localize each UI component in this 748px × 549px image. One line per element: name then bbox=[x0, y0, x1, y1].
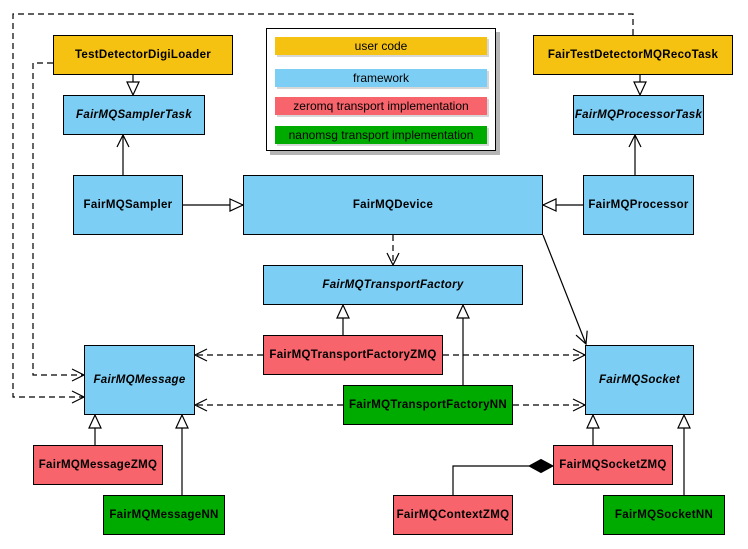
legend-item-user-code: user code bbox=[275, 37, 487, 55]
edge-digiloader-to-message bbox=[32, 62, 86, 382]
node-fairmqsocketnn: FairMQSocketNN bbox=[603, 495, 725, 535]
composition-diamond-icon bbox=[527, 458, 555, 474]
node-fairmqmessagenn: FairMQMessageNN bbox=[103, 495, 225, 535]
node-fairmqsocket: FairMQSocket bbox=[585, 345, 694, 415]
node-testdetectordigiloader: TestDetectorDigiLoader bbox=[53, 35, 233, 75]
node-fairmqtransportfactoryzmq: FairMQTransportFactoryZMQ bbox=[263, 335, 443, 375]
legend-item-zeromq: zeromq transport implementation bbox=[275, 97, 487, 115]
node-fairmqmessage: FairMQMessage bbox=[84, 345, 195, 415]
node-fairmqprocessor: FairMQProcessor bbox=[583, 175, 694, 235]
legend-box: user code framework zeromq transport imp… bbox=[266, 28, 496, 151]
legend-label: zeromq transport implementation bbox=[293, 99, 469, 113]
legend-item-framework: framework bbox=[275, 69, 487, 87]
legend-label: framework bbox=[352, 71, 409, 85]
edge-contextzmq-composition-socketzmq bbox=[452, 458, 555, 495]
legend-item-nanomsg: nanomsg transport implementation bbox=[275, 126, 487, 144]
node-fairmqmessagezmq: FairMQMessageZMQ bbox=[33, 445, 163, 485]
node-fairmqsampler: FairMQSampler bbox=[73, 175, 183, 235]
node-fairtestdetectormqrecotask: FairTestDetectorMQRecoTask bbox=[533, 35, 733, 75]
legend-label: nanomsg transport implementation bbox=[288, 128, 474, 142]
node-fairmqsocketzmq: FairMQSocketZMQ bbox=[553, 445, 673, 485]
node-fairmqsamplertask: FairMQSamplerTask bbox=[63, 95, 205, 135]
node-fairmqdevice: FairMQDevice bbox=[243, 175, 543, 235]
node-fairmqprocessortask: FairMQProcessorTask bbox=[573, 95, 704, 135]
node-fairmqtransportfactorynn: FairMQTransportFactoryNN bbox=[343, 385, 513, 425]
legend-label: user code bbox=[354, 39, 408, 53]
node-fairmqcontextzmq: FairMQContextZMQ bbox=[393, 495, 513, 535]
node-fairmqtransportfactory: FairMQTransportFactory bbox=[263, 265, 523, 305]
edge-device-to-socket bbox=[542, 234, 588, 346]
edge-recotask-to-message bbox=[12, 13, 634, 404]
